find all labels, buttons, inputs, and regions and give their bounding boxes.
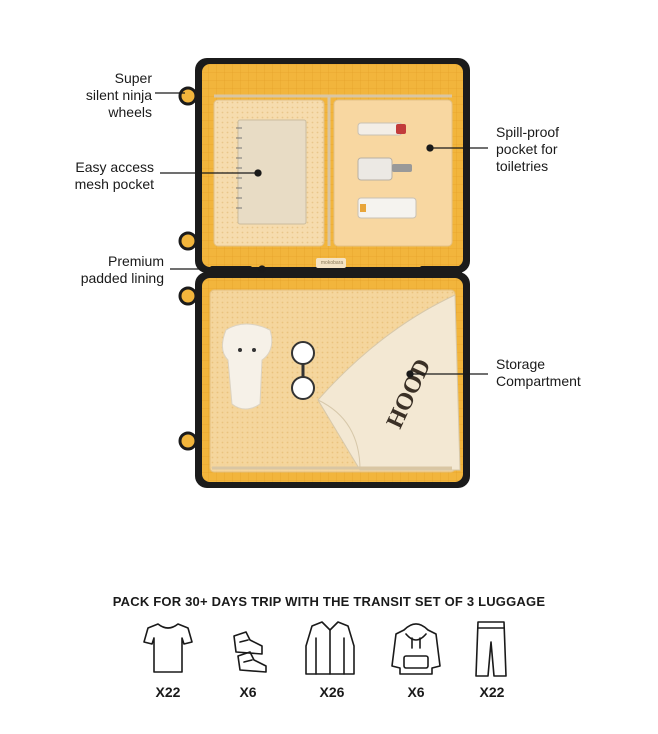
count-sneakers: X6	[239, 684, 257, 700]
callout-spill-line-1: Spill-proof	[496, 124, 560, 140]
eye-mask-image	[222, 323, 273, 410]
hoodie-image: HOOD	[317, 294, 461, 471]
count-tshirt: X22	[155, 684, 181, 700]
count-shirt: X26	[319, 684, 345, 700]
count-trousers: X22	[479, 684, 505, 700]
packing-icons	[143, 621, 507, 677]
callout-storage-line-1: Storage	[496, 356, 546, 372]
sunglasses-image	[291, 341, 315, 400]
callout-mesh-line-2: mesh pocket	[74, 176, 154, 192]
bottom-shell: HOOD	[195, 272, 470, 488]
callout-lining-line-2: padded lining	[80, 270, 164, 286]
shirt-icon	[305, 621, 355, 675]
callout-lines	[155, 92, 488, 378]
notebook-image	[236, 119, 307, 225]
callout-spill-proof: Spill-proof pocket for toiletries	[496, 124, 636, 175]
sneakers-icon	[233, 631, 267, 673]
callout-wheels: Super silent ninja wheels	[40, 70, 152, 121]
tshirt-icon	[143, 623, 193, 673]
callout-wheels-line-3: wheels	[108, 104, 152, 120]
top-shell	[195, 58, 470, 273]
toiletries-image	[357, 122, 417, 219]
pack-title: PACK FOR 30+ DAYS TRIP WITH THE TRANSIT …	[112, 594, 546, 609]
callout-wheels-line-1: Super	[114, 70, 152, 86]
callout-lining-line-1: Premium	[107, 253, 164, 269]
hoodie-icon	[391, 623, 441, 675]
trousers-icon	[475, 621, 507, 677]
suitcase-illustration: HOOD	[155, 58, 488, 488]
callout-padded-lining: Premium padded lining	[40, 253, 164, 287]
callout-mesh-pocket: Easy access mesh pocket	[40, 159, 154, 193]
count-hoodie: X6	[407, 684, 425, 700]
callout-storage: Storage Compartment	[496, 356, 636, 390]
brand-tag: mokobara	[320, 260, 344, 266]
callout-spill-line-2: pocket for	[496, 141, 558, 157]
callout-spill-line-3: toiletries	[496, 158, 549, 174]
callout-wheels-line-2: silent ninja	[85, 87, 152, 103]
callout-storage-line-2: Compartment	[496, 373, 581, 389]
callout-mesh-line-1: Easy access	[75, 159, 154, 175]
